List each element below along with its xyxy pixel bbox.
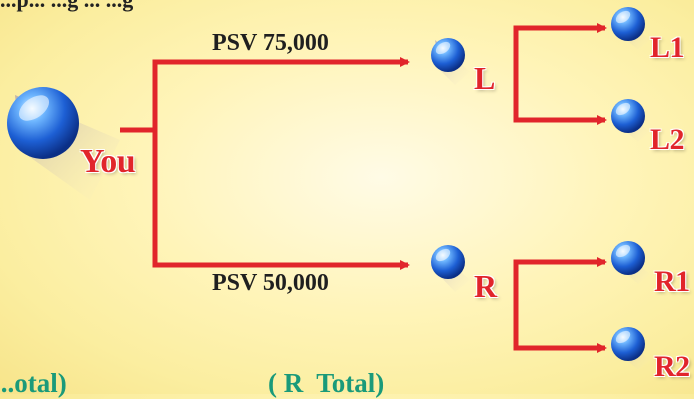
node-label-r: R <box>474 268 497 304</box>
you-to-r-arrow <box>152 130 410 270</box>
l1-sphere-icon <box>611 7 650 50</box>
r2-sphere-icon <box>611 327 650 370</box>
branch-label-right-psv: PSV 50,000 <box>212 270 329 296</box>
l2-sphere-icon <box>611 99 650 142</box>
node-label-l1: L1 <box>650 31 685 64</box>
node-label-r2: R2 <box>654 350 690 383</box>
r1-sphere-icon <box>611 241 650 284</box>
r-sphere-icon <box>431 245 470 292</box>
left-total-label: ...otal) <box>0 368 67 398</box>
l-to-l2-arrow <box>513 62 607 125</box>
l-to-l1-arrow <box>513 23 607 62</box>
r-to-r2-arrow <box>513 262 607 353</box>
node-label-l2: L2 <box>650 123 685 156</box>
node-label-you: You <box>80 143 136 180</box>
l-sphere-icon <box>431 38 470 85</box>
you-sphere-icon <box>7 87 120 200</box>
right-total-label: ( R Total) <box>268 368 385 398</box>
you-branch-trunk <box>120 57 410 133</box>
node-label-r1: R1 <box>654 265 690 298</box>
branch-label-left-psv: PSV 75,000 <box>212 30 329 56</box>
top-caption: ...p... ...g ... ...g <box>0 0 133 13</box>
r-to-r1-arrow <box>513 257 607 267</box>
node-label-l: L <box>474 60 495 96</box>
